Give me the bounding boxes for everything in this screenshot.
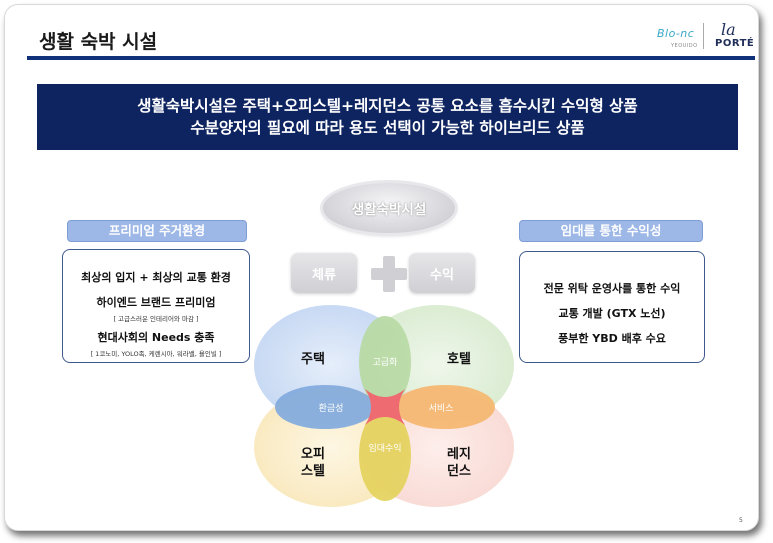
plus-icon xyxy=(371,256,407,292)
label-housing: 주택 xyxy=(301,352,325,367)
overlap-service xyxy=(395,385,495,429)
label-officetel-1: 오피 xyxy=(301,447,325,462)
venn-diagram xyxy=(254,305,514,507)
blanc-logo-sub: YEOUIDO xyxy=(671,43,698,49)
overlap-label-service: 서비스 xyxy=(428,404,454,414)
banner-line-1: 생활숙박시설은 주택+오피스텔+레지던스 공통 요소를 흡수시킨 수익형 상품 xyxy=(137,97,638,115)
page-number: 5 xyxy=(739,517,743,524)
left-panel-line-3: 현대사회의 Needs 충족 xyxy=(97,331,215,344)
label-residence: 레지 던스 xyxy=(439,446,479,480)
profit-box: 수익 xyxy=(409,253,475,293)
center-x-shape xyxy=(365,389,405,425)
overlap-liquidity xyxy=(275,385,375,429)
slide: 생활 숙박 시설 Blo-nc YEOUIDO la PORTÉ 생활숙박시설은… xyxy=(4,4,759,531)
overlap-label-rental: 임대수익 xyxy=(368,444,402,454)
left-panel-header: 프리미엄 주거환경 xyxy=(67,220,247,242)
laporte-logo-bottom: PORTÉ xyxy=(715,38,755,49)
left-panel-line-2-sub: [ 고급스러운 인테리어와 마감 ] xyxy=(113,315,199,323)
label-officetel-2: 스텔 xyxy=(301,464,325,479)
overlap-label-liquidity: 환금성 xyxy=(318,404,344,414)
blanc-logo: Blo-nc xyxy=(657,27,695,40)
logo-divider xyxy=(703,23,704,49)
left-panel-line-1: 최상의 입지 + 최상의 교통 환경 xyxy=(81,271,231,284)
right-panel-box: 전문 위탁 운영사를 통한 수익 교통 개발 (GTX 노선) 풍부한 YBD … xyxy=(519,251,705,363)
page-title: 생활 숙박 시설 xyxy=(39,31,158,53)
overlap-label-luxury: 고급화 xyxy=(372,358,398,368)
right-panel-line-1: 전문 위탁 운영사를 통한 수익 xyxy=(543,282,681,295)
left-panel-line-2: 하이엔드 브랜드 프리미엄 xyxy=(96,296,216,309)
label-residence-1: 레지 xyxy=(447,447,471,462)
label-officetel: 오피 스텔 xyxy=(293,446,333,480)
banner-line-2: 수분양자의 필요에 따라 용도 선택이 가능한 하이브리드 상품 xyxy=(190,119,585,137)
left-panel-box: 최상의 입지 + 최상의 교통 환경 하이엔드 브랜드 프리미엄 [ 고급스러운… xyxy=(62,249,250,363)
stay-box: 체류 xyxy=(291,253,357,293)
laporte-logo-top: la xyxy=(721,20,736,39)
right-panel-line-2: 교통 개발 (GTX 노선) xyxy=(558,307,666,320)
right-panel-header: 임대를 통한 수익성 xyxy=(519,220,703,242)
left-panel-line-3-sub: [ 1코노미, YOLO족, 케렌시아, 워라밸, 욜인빌 ] xyxy=(90,350,222,358)
label-hotel: 호텔 xyxy=(447,352,471,367)
right-panel-line-3: 풍부한 YBD 배후 수요 xyxy=(558,332,666,345)
summary-banner: 생활숙박시설은 주택+오피스텔+레지던스 공통 요소를 흡수시킨 수익형 상품 … xyxy=(37,84,738,150)
header-rule xyxy=(27,56,755,60)
overlap-luxury xyxy=(359,316,411,408)
label-residence-2: 던스 xyxy=(447,464,471,479)
overlap-rental xyxy=(359,409,411,501)
center-oval: 생활숙박시설 xyxy=(323,183,455,233)
